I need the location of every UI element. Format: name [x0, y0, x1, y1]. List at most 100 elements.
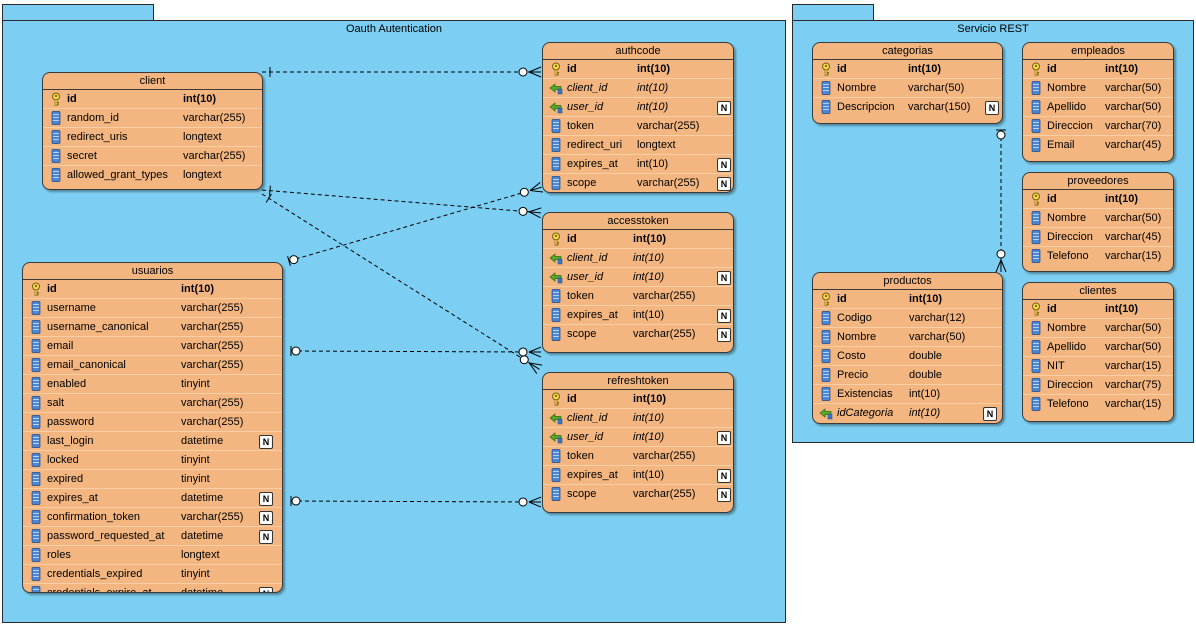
column-type: int(10) — [637, 101, 669, 113]
column-type: varchar(255) — [633, 488, 696, 500]
column-row-clientes-id[interactable]: id int(10) — [1023, 300, 1173, 319]
column-name: client_id — [567, 82, 608, 94]
column-type: varchar(75) — [1105, 379, 1162, 391]
column-name: email — [47, 340, 74, 352]
column-name: Codigo — [837, 312, 872, 324]
column-name: secret — [67, 150, 97, 162]
nullable-badge-icon: N — [259, 492, 273, 506]
column-name: user_id — [567, 271, 604, 283]
column-type: varchar(50) — [1105, 82, 1162, 94]
column-type: varchar(255) — [637, 120, 700, 132]
column-type: int(10) — [633, 412, 665, 424]
column-name: token — [567, 290, 594, 302]
column-type: double — [909, 350, 943, 362]
column-type: int(10) — [633, 309, 665, 321]
column-name: id — [1047, 303, 1057, 315]
column-name: expires_at — [567, 469, 618, 481]
column-type: int(10) — [1105, 303, 1138, 315]
nullable-badge-icon: N — [259, 511, 273, 525]
nullable-badge-icon: N — [983, 407, 997, 421]
column-type: longtext — [181, 549, 220, 561]
column-name: credentials_expire_at — [47, 587, 152, 593]
column-name: user_id — [567, 431, 604, 443]
column-name: scope — [567, 488, 597, 500]
